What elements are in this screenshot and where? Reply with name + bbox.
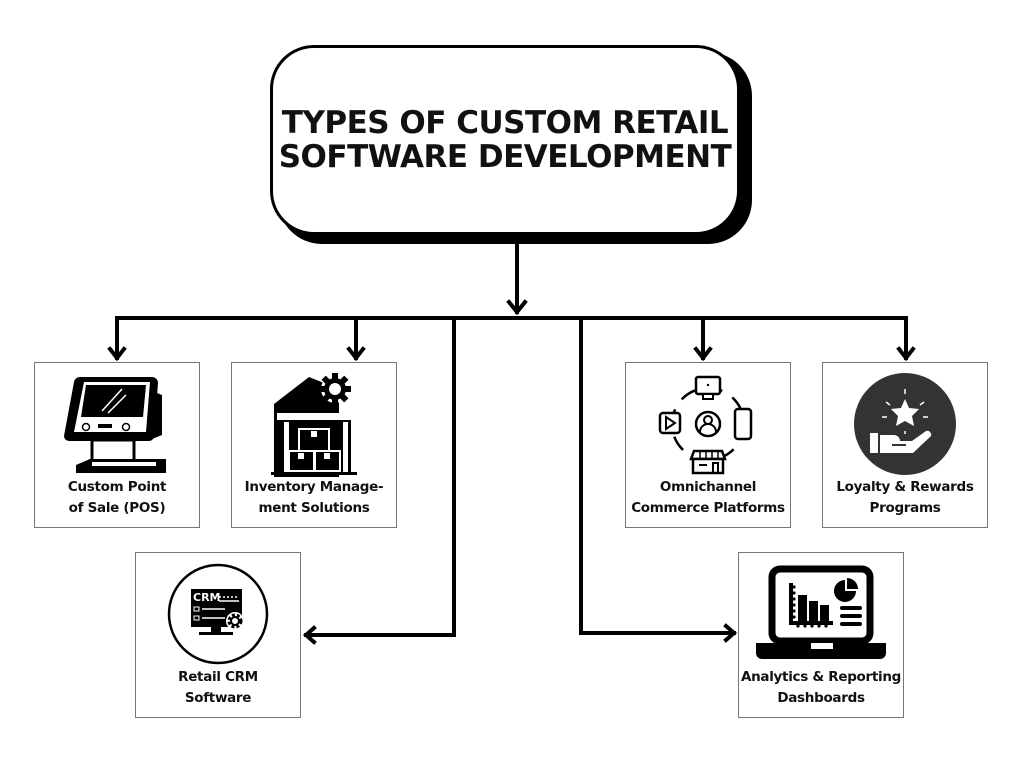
node-label-line-1: Analytics & Reporting [740,669,902,685]
node-label: Omnichannel Commerce Platforms [626,477,790,519]
title-line-1: TYPES OF CUSTOM RETAIL [281,105,729,141]
omnichannel-icon [626,369,790,479]
node-label-line-1: Omnichannel [659,479,757,495]
arrowhead-omnichannel [693,346,713,362]
node-loyalty: Loyalty & Rewards Programs [822,362,988,528]
node-label-line-2: ment Solutions [258,500,370,516]
node-label: Loyalty & Rewards Programs [823,477,987,519]
edge-to-analytics [579,316,736,635]
crm-monitor-icon: CRM [136,559,300,669]
warehouse-gear-icon [232,369,396,479]
hand-star-icon [823,369,987,479]
node-label-line-1: Retail CRM [178,669,258,685]
arrowhead-inventory [346,346,366,362]
node-label: Custom Point of Sale (POS) [35,477,199,519]
arrowhead-pos [107,346,127,362]
node-inventory: Inventory Manage- ment Solutions [231,362,397,528]
node-label-line-2: Software [184,690,252,706]
node-label-line-2: Dashboards [777,690,865,706]
node-label-line-2: Programs [869,500,941,516]
arrowhead-crm [302,625,317,645]
node-label-line-2: of Sale (POS) [68,500,166,516]
arrowhead-loyalty [896,346,916,362]
node-omnichannel: Omnichannel Commerce Platforms [625,362,791,528]
node-crm: CRM Retail CRM Software [135,552,301,718]
node-label-line-1: Inventory Manage- [244,479,384,495]
root-node: TYPES OF CUSTOM RETAIL SOFTWARE DEVELOPM… [270,45,740,235]
node-label-line-2: Commerce Platforms [631,500,785,516]
svg-text:CRM: CRM [193,591,221,604]
pos-terminal-icon [35,369,199,479]
node-label-line-1: Custom Point [67,479,167,495]
edge-to-crm [304,316,456,637]
arrowhead-trunk [506,299,528,316]
diagram-title: TYPES OF CUSTOM RETAIL SOFTWARE DEVELOPM… [279,106,732,174]
node-label: Retail CRM Software [136,667,300,709]
node-pos: Custom Point of Sale (POS) [34,362,200,528]
node-analytics: Analytics & Reporting Dashboards [738,552,904,718]
node-label-line-1: Loyalty & Rewards [836,479,974,495]
laptop-dashboard-icon [739,559,903,669]
title-line-2: SOFTWARE DEVELOPMENT [278,139,732,175]
arrowhead-analytics [723,623,738,643]
node-label: Inventory Manage- ment Solutions [232,477,396,519]
node-label: Analytics & Reporting Dashboards [739,667,903,709]
